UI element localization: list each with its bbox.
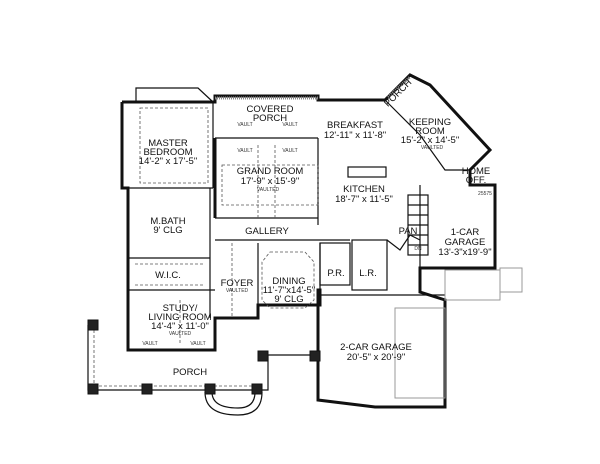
grand-room-note: VAULTED: [257, 187, 280, 193]
grand-room-label: GRAND ROOM: [237, 166, 304, 177]
dining-note: 9' CLG: [274, 294, 303, 305]
dining-label: DINING: [272, 276, 305, 287]
master-bath-label: M.BATH: [150, 216, 185, 227]
plan-number: 25575: [478, 191, 492, 197]
vault-note: VAULT: [282, 122, 297, 128]
kitchen-dim: 18'-7" x 11'-5": [335, 194, 393, 205]
study-label-2: LIVING ROOM: [148, 312, 211, 323]
kitchen-island: [347, 166, 387, 178]
walls: [120, 73, 523, 409]
foyer-note: VAULTED: [226, 288, 249, 294]
study-dim: 14'-4" x 11'-0": [151, 321, 209, 332]
rear-porch-edge: [386, 75, 412, 99]
keeping-room-label: KEEPING: [409, 117, 451, 128]
keeping-room-note: VAULTED: [421, 145, 444, 151]
pantry-label: PAN: [399, 226, 418, 237]
study-label: STUDY/: [163, 303, 198, 314]
vault-note: VAULT: [282, 148, 297, 154]
master-bedroom-label-2: BEDROOM: [143, 147, 192, 158]
breakfast-dim: 12'-11" x 11'-8": [324, 130, 386, 141]
home-office-label: HOME: [462, 166, 491, 177]
front-porch-label: PORCH: [173, 367, 207, 378]
master-bath-dim: 9' CLG: [153, 225, 182, 236]
grand-room-dim: 17'-9" x 15'-9": [241, 176, 299, 187]
one-car-garage-label-2: GARAGE: [445, 237, 486, 248]
study-note: VAULTED: [169, 331, 192, 337]
master-bedroom-dim: 14'-2" x 17'-5": [139, 156, 197, 167]
two-car-garage-label: 2-CAR GARAGE: [340, 342, 412, 353]
keeping-room-dim: 15'-2" x 14'-5": [401, 135, 459, 146]
vault-note: VAULT: [237, 122, 252, 128]
vault-note: VAULT: [190, 341, 205, 347]
stair-down-note: DN: [414, 246, 422, 252]
front-porch: [87, 319, 321, 416]
vault-note: VAULT: [237, 148, 252, 154]
keeping-room-label-2: ROOM: [415, 126, 445, 137]
foyer-label: FOYER: [221, 278, 254, 289]
powder-room-label: P.R.: [327, 268, 344, 279]
breakfast-label: BREAKFAST: [327, 120, 383, 131]
gallery-label: GALLERY: [245, 226, 289, 237]
covered-porch-label-2: PORCH: [253, 113, 287, 124]
home-office-label-2: OFF.: [466, 175, 487, 186]
covered-porch-label: COVERED: [247, 104, 294, 115]
one-car-garage-label: 1-CAR: [451, 227, 480, 238]
kitchen-label: KITCHEN: [343, 184, 385, 195]
vault-note: VAULT: [142, 341, 157, 347]
dining-dim: 11'-7"x14'-5": [263, 285, 315, 296]
laundry-room-label: L.R.: [359, 268, 376, 279]
master-bedroom-label: MASTER: [148, 138, 188, 149]
two-car-garage-dim: 20'-5" x 20'-9": [347, 352, 405, 363]
one-car-garage-dim: 13'-3"x19'-9": [438, 247, 491, 258]
room-labels: COVERED PORCH MASTER BEDROOM 14'-2" x 17…: [139, 77, 492, 378]
ceiling-lines: [135, 107, 319, 345]
stairs: [407, 194, 429, 256]
wic-label: W.I.C.: [155, 270, 181, 281]
rear-porch-label: PORCH: [382, 77, 414, 109]
